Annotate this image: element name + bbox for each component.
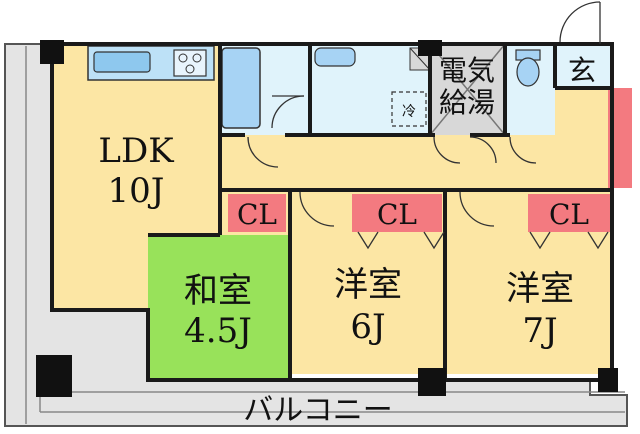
stove-icon [173, 49, 207, 77]
bathtub-icon [221, 47, 261, 129]
closet-ldk [228, 194, 286, 232]
closet-room-7j [528, 194, 610, 232]
room-ldk-name: LDK [98, 131, 174, 171]
closet-room-7j-label: CL [549, 198, 589, 231]
washbasin-icon [314, 47, 356, 67]
water-heater-line2: 給湯 [439, 86, 495, 119]
room-washitsu-size: 4.5J [184, 311, 252, 351]
columns [36, 40, 618, 397]
water-heater-line1: 電気 [439, 54, 495, 87]
toilet-icon [515, 49, 541, 87]
fixtures [87, 45, 541, 129]
walls [50, 42, 614, 382]
room-genkan-name: 玄 [568, 54, 596, 87]
sink-icon [93, 51, 151, 73]
room-yoshitsu-7j-size: 7J [522, 311, 557, 351]
room-washitsu-name: 和室 [184, 271, 252, 311]
room-yoshitsu-6j-name: 洋室 [334, 265, 402, 305]
room-ldk-size: 10J [108, 171, 165, 211]
room-yoshitsu-7j-name: 洋室 [506, 269, 574, 309]
closet-ldk-label: CL [237, 198, 277, 231]
fridge-mark: 冷 [402, 104, 416, 120]
washing-machine-area [391, 91, 427, 127]
door-swings [247, 1, 609, 250]
closet-room-6j [352, 194, 442, 232]
closets [228, 88, 632, 232]
balcony-label: バルコニー [243, 393, 392, 428]
room-yoshitsu-6j-size: 6J [350, 307, 385, 347]
closet-room-6j-label: CL [377, 198, 417, 231]
